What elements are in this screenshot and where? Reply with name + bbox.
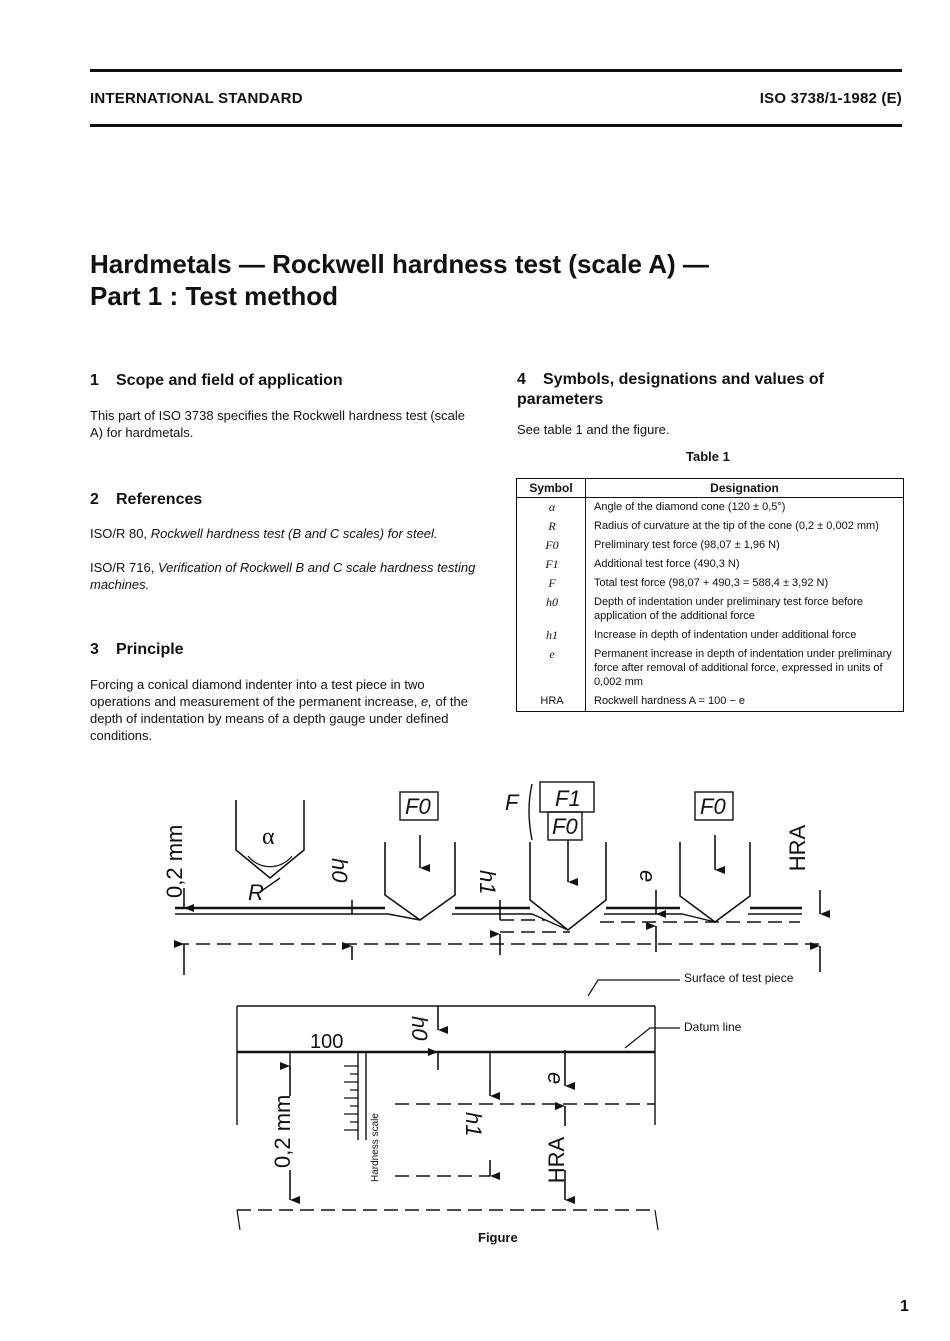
- label-e-upper: e: [635, 870, 660, 882]
- title-line-1: Hardmetals — Rockwell hardness test (sca…: [90, 249, 709, 279]
- label-surface: Surface of test piece: [684, 971, 794, 985]
- label-100: 100: [310, 1031, 343, 1053]
- label-h1-lower: h1: [461, 1112, 486, 1136]
- table-row: R Radius of curvature at the tip of the c…: [516, 517, 904, 536]
- datum-leader: [624, 1027, 680, 1049]
- reference-code: ISO/R 716,: [90, 560, 155, 575]
- document-title: Hardmetals — Rockwell hardness test (sca…: [90, 248, 709, 312]
- force-box-F0-third: [694, 791, 734, 821]
- table-header-row: Symbol Designation: [516, 478, 904, 498]
- force-box-F0-second: [547, 811, 583, 841]
- force-box-F0: [399, 791, 439, 821]
- label-h0-lower: h0: [407, 1016, 432, 1041]
- label-02mm-upper: 0,2 mm: [162, 825, 187, 898]
- reference-title: Rockwell hardness test (B and C scales) …: [150, 526, 438, 541]
- section-number: 4: [517, 371, 526, 388]
- designation-cell: Radius of curvature at the tip of the co…: [594, 520, 879, 532]
- symbol-cell: α: [516, 497, 586, 517]
- label-hardness-scale: Hardness scale: [370, 1113, 381, 1182]
- section-title: References: [116, 491, 203, 508]
- section-title: Scope and field of application: [116, 372, 343, 389]
- symbol-cell: F0: [516, 536, 586, 555]
- label-e-lower: e: [543, 1072, 568, 1084]
- figure-caption: Figure: [478, 1230, 518, 1245]
- label-h0-upper: h0: [327, 858, 352, 883]
- top-rule: [90, 69, 902, 72]
- section-1-heading: 1 Scope and field of application: [90, 371, 343, 391]
- section-2-heading: 2 References: [90, 490, 202, 510]
- column-header-designation: Designation: [585, 478, 904, 498]
- table-row: F1 Additional test force (490,3 N): [516, 555, 904, 574]
- table-row: h0 Depth of indentation under preliminary…: [516, 593, 904, 626]
- principle-text-a: Forcing a conical diamond indenter into …: [90, 677, 425, 709]
- designation-cell: Increase in depth of indentation under a…: [594, 629, 857, 641]
- label-HRA-upper: HRA: [785, 824, 810, 871]
- indenter-initial: [235, 800, 305, 880]
- header-standard-number: ISO 3738/1-1982 (E): [759, 90, 902, 107]
- title-line-2: Part 1 : Test method: [90, 281, 339, 311]
- symbol-cell: h0: [516, 593, 586, 626]
- symbol-cell: F: [516, 574, 586, 593]
- reference-1: ISO/R 80, Rockwell hardness test (B and …: [90, 525, 482, 542]
- label-F: F: [505, 790, 520, 815]
- table-row: α Angle of the diamond cone (120 ± 0,5°): [516, 497, 904, 517]
- force-brace: [528, 783, 533, 841]
- label-datum: Datum line: [684, 1020, 742, 1034]
- symbols-table: Symbol Designation α Angle of the diamond…: [516, 478, 904, 712]
- section-number: 1: [90, 372, 99, 389]
- designation-cell: Depth of indentation under preliminary t…: [594, 596, 864, 622]
- symbol-cell: HRA: [516, 692, 586, 712]
- section-4-text: See table 1 and the figure.: [517, 422, 670, 437]
- rockwell-test-figure: 0,2 mm α R h0 h1 e HRA F F0 F1 F0 F0 100…: [162, 781, 830, 1230]
- section-1-text: This part of ISO 3738 specifies the Rock…: [90, 408, 466, 440]
- designation-cell: Permanent increase in depth of indentati…: [594, 648, 892, 688]
- header-standard-type: INTERNATIONAL STANDARD: [90, 90, 303, 107]
- surface-leader: [587, 979, 680, 997]
- table-row: HRA Rockwell hardness A = 100 − e: [516, 692, 904, 712]
- label-HRA-lower: HRA: [544, 1136, 569, 1183]
- label-F0-box1: F0: [405, 794, 431, 819]
- symbol-cell: F1: [516, 555, 586, 574]
- symbol-cell: e: [516, 645, 586, 692]
- designation-cell: Preliminary test force (98,07 ± 1,96 N): [594, 539, 780, 551]
- principle-text-b: of the depth of indentation by means of …: [90, 694, 468, 743]
- reference-2: ISO/R 716, Verification of Rockwell B an…: [90, 559, 482, 593]
- header-rule: [90, 124, 902, 127]
- table-row: h1 Increase in depth of indentation under…: [516, 626, 904, 645]
- indentation-profile: [175, 913, 802, 931]
- column-header-symbol: Symbol: [516, 478, 586, 498]
- label-F1-box: F1: [555, 786, 581, 811]
- reference-title: Verification of Rockwell B and C scale h…: [90, 560, 476, 592]
- section-title: Symbols, designations and values of para…: [517, 371, 824, 408]
- label-h1-upper: h1: [475, 870, 500, 894]
- section-number: 2: [90, 491, 99, 508]
- designation-cell: Angle of the diamond cone (120 ± 0,5°): [594, 501, 786, 513]
- table-caption: Table 1: [686, 449, 730, 464]
- designation-cell: Additional test force (490,3 N): [594, 558, 740, 570]
- section-3-text: Forcing a conical diamond indenter into …: [90, 676, 480, 744]
- designation-cell: Total test force (98,07 + 490,3 = 588,4 …: [594, 577, 829, 589]
- radius-arrow: [259, 877, 281, 893]
- section-number: 3: [90, 641, 99, 658]
- principle-symbol-e: e,: [421, 694, 432, 709]
- depth-gauge-diagram: [236, 1005, 659, 1230]
- section-3-heading: 3 Principle: [90, 640, 184, 660]
- label-F0-box3: F0: [700, 794, 726, 819]
- table-row: F0 Preliminary test force (98,07 ± 1,96 N…: [516, 536, 904, 555]
- page-number: 1: [900, 1298, 909, 1315]
- symbol-cell: h1: [516, 626, 586, 645]
- label-02mm-lower: 0,2 mm: [270, 1095, 295, 1168]
- reference-code: ISO/R 80,: [90, 526, 148, 541]
- designation-cell: Rockwell hardness A = 100 − e: [594, 695, 746, 707]
- label-alpha: α: [262, 824, 275, 850]
- table-row: F Total test force (98,07 + 490,3 = 588,4…: [516, 574, 904, 593]
- depth-dashed-lines: [175, 919, 820, 945]
- label-R: R: [248, 880, 264, 905]
- symbol-cell: R: [516, 517, 586, 536]
- label-F0-box2: F0: [552, 814, 578, 839]
- section-title: Principle: [116, 641, 184, 658]
